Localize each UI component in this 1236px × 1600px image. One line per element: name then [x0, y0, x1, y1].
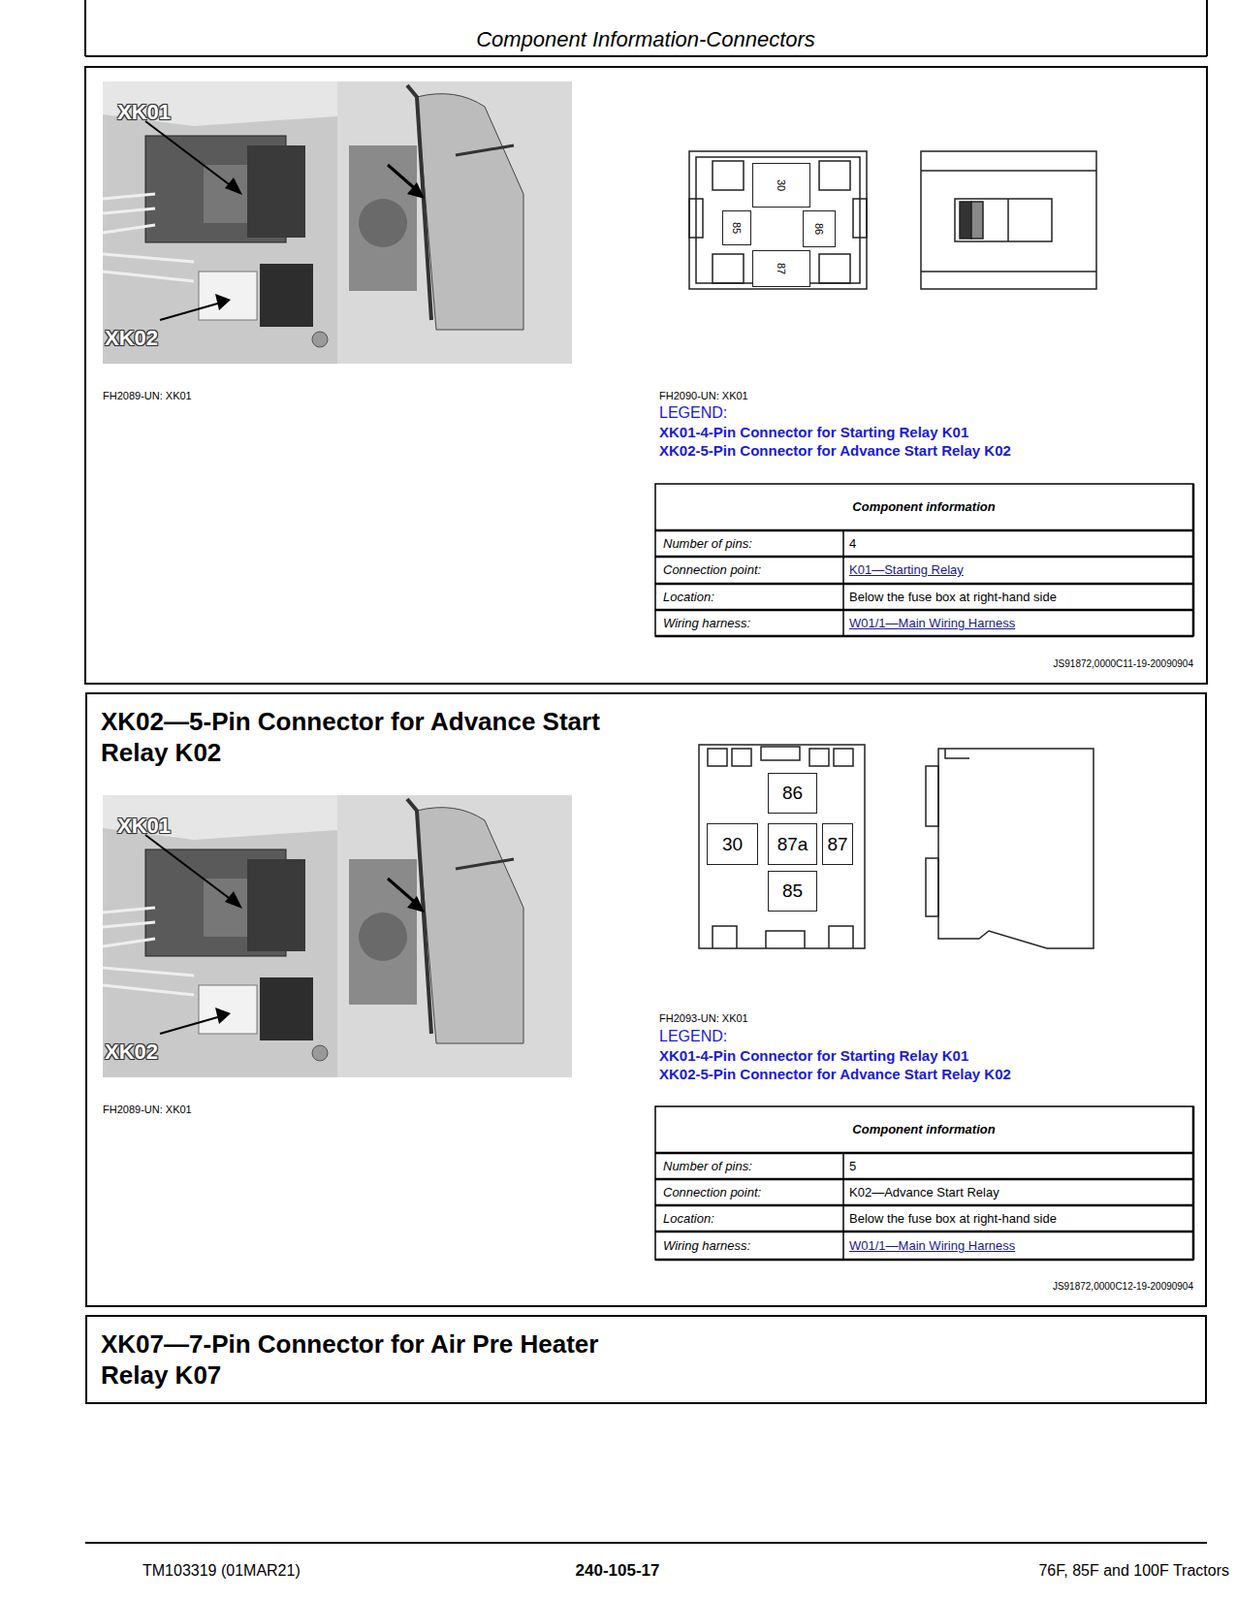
- relay-pin-cavity: 87: [822, 823, 854, 865]
- callout-label: XK02: [104, 325, 159, 351]
- relay-pin-cavity: 85: [767, 870, 818, 912]
- table-cell: Wiring harness:: [663, 1237, 751, 1253]
- relay-pin-cavity: 86: [767, 772, 818, 814]
- pin-number: 87a: [777, 833, 809, 856]
- figure-caption: FH2093-UN: XK01: [659, 1012, 749, 1024]
- table-cell: Wiring harness:: [663, 615, 751, 631]
- table-header: Component information: [852, 499, 995, 514]
- callout-label: XK01: [117, 813, 171, 839]
- table-cell: Number of pins:: [663, 536, 753, 551]
- callout-label: XK01: [117, 99, 171, 126]
- footer-text: TM103319 (01MAR21): [142, 1561, 301, 1580]
- legend-entry: XK02-5-Pin Connector for Advance Start R…: [659, 1065, 1012, 1082]
- relay-pin-cavity: 85: [722, 210, 752, 246]
- pin-number: 85: [730, 221, 743, 234]
- legend-heading: LEGEND:: [659, 1027, 728, 1046]
- table-cell: Below the fuse box at right-hand side: [849, 1210, 1057, 1226]
- legend-entry: XK01-4-Pin Connector for Starting Relay …: [659, 423, 969, 441]
- table-cell: 5: [849, 1158, 856, 1173]
- section-heading: XK07—7-Pin Connector for Air Pre Heater …: [100, 1328, 654, 1391]
- pin-number: 85: [782, 880, 803, 902]
- legend-entry: XK02-5-Pin Connector for Advance Start R…: [659, 442, 1012, 459]
- relay-pin-cavity: 86: [802, 210, 836, 248]
- pin-number: 87: [826, 833, 848, 856]
- table-header: Component information: [852, 1121, 995, 1137]
- photo-illustration: [102, 794, 572, 1078]
- pin-number: 87: [775, 262, 788, 275]
- figure-caption: FH2089-UN: XK01: [102, 389, 192, 402]
- document-id: JS91872,0000C12-19-20090904: [1052, 1280, 1194, 1292]
- relay-pin-cavity: 87a: [767, 823, 818, 865]
- pin-number: 30: [775, 179, 788, 191]
- table-link: W01/1—Main Wiring Harness: [849, 1237, 1015, 1253]
- photo-illustration: [102, 81, 572, 364]
- callout-label: XK02: [104, 1039, 159, 1065]
- table-link: K01—Starting Relay: [849, 562, 964, 577]
- page-header: Component Information-Connectors: [475, 27, 816, 53]
- relay-pin-cavity: 30: [752, 162, 811, 208]
- figure-caption: FH2089-UN: XK01: [102, 1103, 192, 1115]
- document-id: JS91872,0000C11-19-20090904: [1053, 658, 1194, 669]
- relay-pin-cavity: 87: [752, 250, 811, 287]
- table-cell: Location:: [663, 589, 715, 604]
- pin-number: 86: [782, 782, 803, 804]
- relay-pin-cavity: 30: [706, 823, 759, 865]
- table-cell: 4: [849, 536, 856, 551]
- table-cell: Connection point:: [663, 1184, 761, 1200]
- legend-heading: LEGEND:: [659, 404, 728, 422]
- pin-number: 30: [722, 833, 743, 856]
- section-heading: XK02—5-Pin Connector for Advance Start R…: [100, 705, 654, 768]
- pin-number: 86: [813, 222, 825, 235]
- table-cell: Connection point:: [663, 562, 761, 577]
- page-number: 240-105-17: [575, 1560, 661, 1581]
- table-link: W01/1—Main Wiring Harness: [849, 615, 1015, 631]
- footer-text: 76F, 85F and 100F Tractors: [1038, 1561, 1230, 1580]
- table-cell: Location:: [663, 1210, 715, 1226]
- section-panel: XK07—7-Pin Connector for Air Pre Heater …: [85, 1314, 1207, 1404]
- table-cell: Number of pins:: [663, 1158, 753, 1173]
- table-cell: Below the fuse box at right-hand side: [849, 589, 1057, 604]
- legend-entry: XK01-4-Pin Connector for Starting Relay …: [659, 1046, 969, 1064]
- figure-caption: FH2090-UN: XK01: [659, 389, 749, 402]
- table-cell: K02—Advance Start Relay: [849, 1184, 1000, 1200]
